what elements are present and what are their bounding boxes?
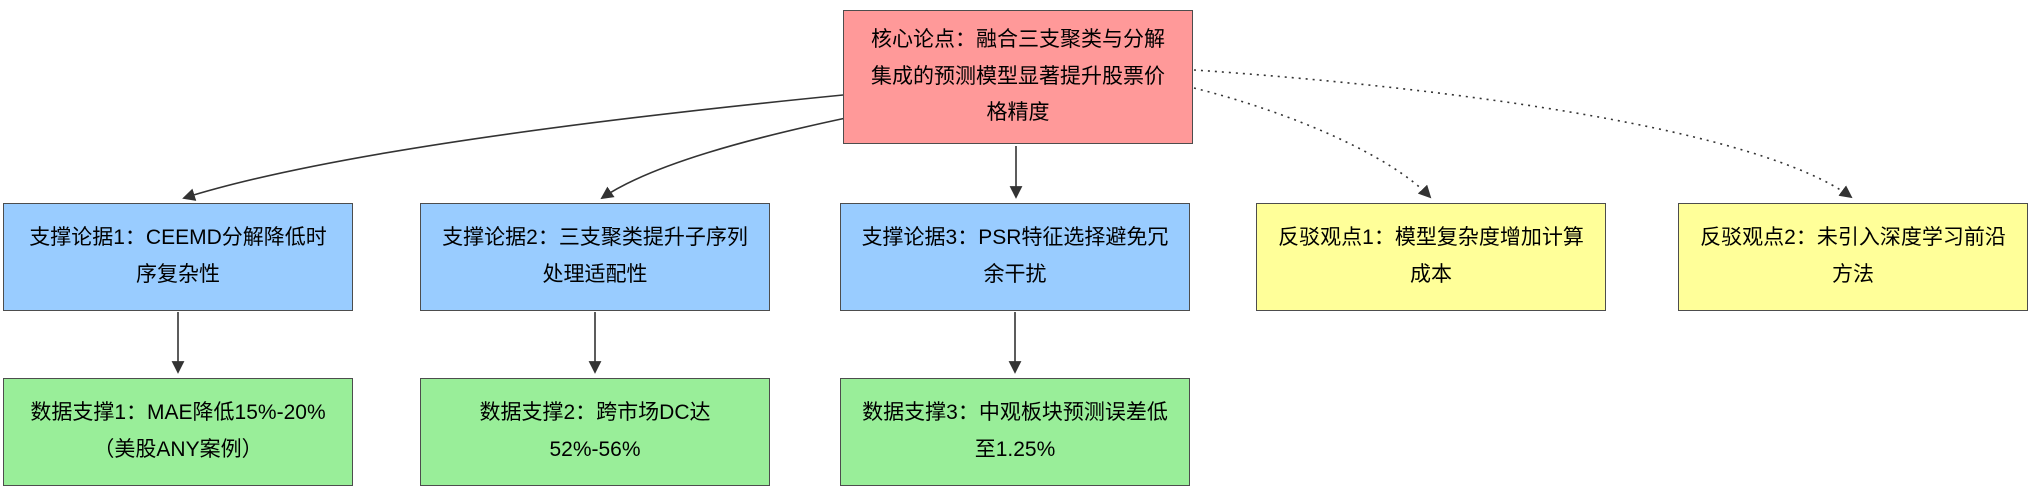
node-core-claim: 核心论点：融合三支聚类与分解集成的预测模型显著提升股票价格精度 bbox=[843, 10, 1193, 144]
edge-core-to-counter-2 bbox=[1193, 69, 1853, 199]
node-data-1-label: 数据支撑1：MAE降低15%-20%（美股ANY案例） bbox=[30, 401, 326, 461]
edge-core-to-counter-1 bbox=[1193, 87, 1432, 199]
node-counter-2-label: 反驳观点2：未引入深度学习前沿方法 bbox=[1700, 226, 2006, 286]
node-support-2: 支撑论据2：三支聚类提升子序列处理适配性 bbox=[420, 203, 770, 311]
node-data-3: 数据支撑3：中观板块预测误差低至1.25% bbox=[840, 378, 1190, 486]
node-data-2-label: 数据支撑2：跨市场DC达52%-56% bbox=[479, 401, 711, 461]
node-counter-2: 反驳观点2：未引入深度学习前沿方法 bbox=[1678, 203, 2028, 311]
edge-core-to-support-1 bbox=[182, 94, 844, 201]
node-support-1-label: 支撑论据1：CEEMD分解降低时序复杂性 bbox=[29, 226, 327, 286]
node-data-3-label: 数据支撑3：中观板块预测误差低至1.25% bbox=[862, 401, 1168, 461]
node-core-claim-label: 核心论点：融合三支聚类与分解集成的预测模型显著提升股票价格精度 bbox=[871, 27, 1165, 125]
node-data-2: 数据支撑2：跨市场DC达52%-56% bbox=[420, 378, 770, 486]
node-support-2-label: 支撑论据2：三支聚类提升子序列处理适配性 bbox=[442, 226, 748, 286]
node-support-3-label: 支撑论据3：PSR特征选择避免冗余干扰 bbox=[861, 226, 1169, 286]
node-support-3: 支撑论据3：PSR特征选择避免冗余干扰 bbox=[840, 203, 1190, 311]
node-support-1: 支撑论据1：CEEMD分解降低时序复杂性 bbox=[3, 203, 353, 311]
node-counter-1-label: 反驳观点1：模型复杂度增加计算成本 bbox=[1278, 226, 1584, 286]
node-counter-1: 反驳观点1：模型复杂度增加计算成本 bbox=[1256, 203, 1606, 311]
edge-core-to-support-2 bbox=[600, 117, 847, 200]
node-data-1: 数据支撑1：MAE降低15%-20%（美股ANY案例） bbox=[3, 378, 353, 486]
